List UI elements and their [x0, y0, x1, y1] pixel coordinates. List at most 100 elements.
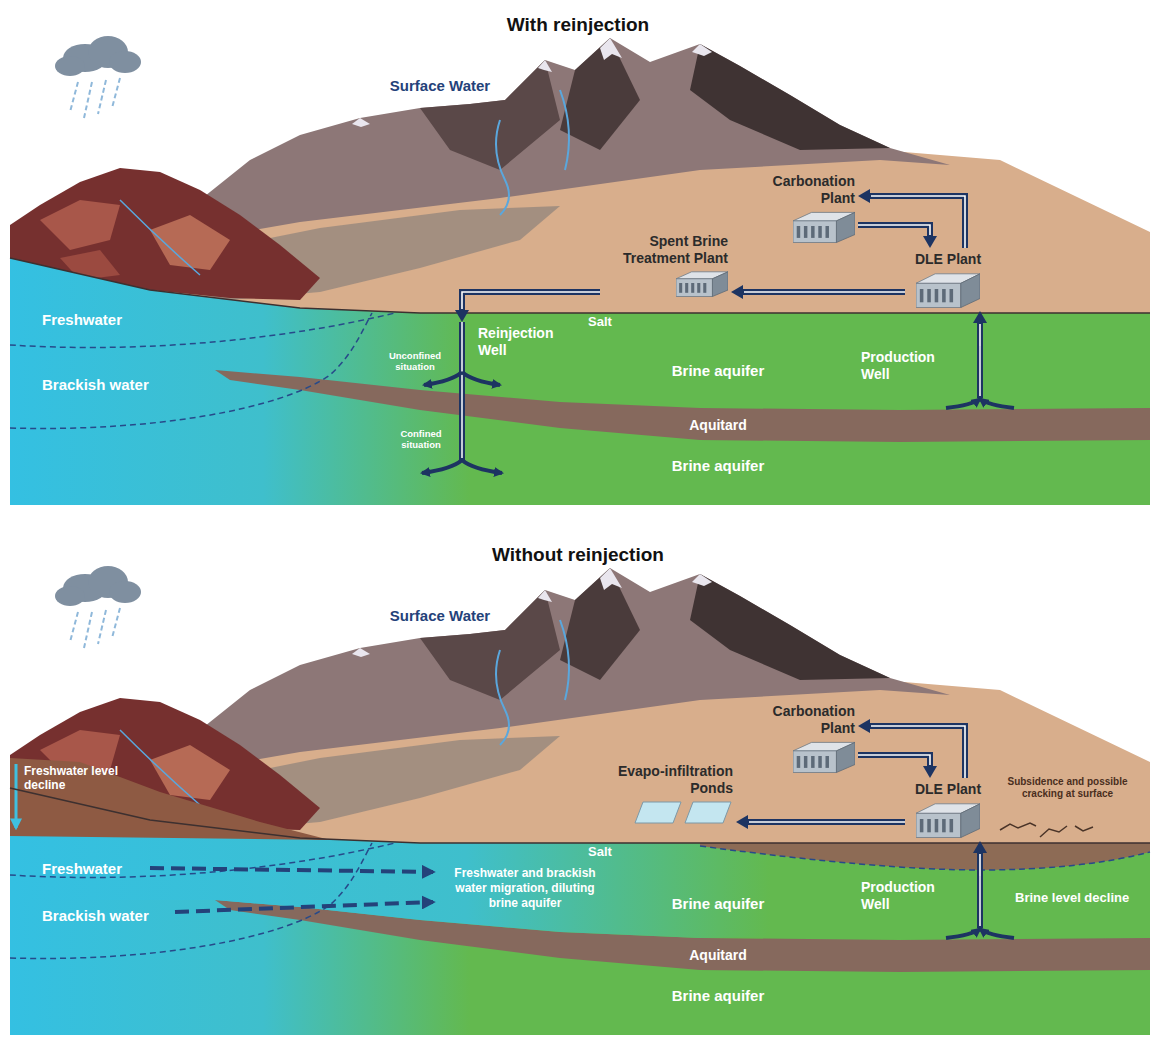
injection-outlet — [462, 372, 500, 385]
building-side — [836, 742, 855, 772]
node-label: DLE Plant — [908, 251, 988, 268]
arrowhead — [736, 815, 748, 829]
plant-building — [793, 742, 855, 772]
panel-with-reinjection — [10, 36, 1150, 505]
arrowhead — [923, 236, 937, 248]
arrowhead — [731, 285, 743, 299]
pond-icon — [633, 799, 733, 825]
well-box: Reinjection Well — [448, 322, 577, 362]
node-label: Evapo-infiltration Ponds — [603, 763, 733, 797]
note-label: Freshwater level decline — [24, 764, 124, 792]
node-label: DLE Plant — [908, 781, 988, 798]
plant-building — [916, 804, 980, 838]
node-label: Spent Brine Treatment Plant — [603, 233, 728, 267]
layer-label: Brackish water — [42, 907, 202, 925]
layer-label: Freshwater — [42, 860, 182, 878]
water-boundaries — [10, 313, 395, 428]
production-well-pipe — [946, 346, 1014, 408]
building-window — [818, 756, 821, 768]
pipe-line — [741, 289, 905, 295]
pond-icon — [603, 799, 733, 825]
region-label: Surface Water — [370, 77, 510, 95]
note-label: Brine level decline — [1015, 890, 1147, 906]
node-label: Carbonation Plant — [743, 173, 855, 207]
building-icon — [908, 800, 988, 838]
building-side — [961, 804, 980, 838]
pipe-stripe — [979, 324, 981, 346]
pipe-connector — [455, 292, 600, 322]
brine-drawdown-zone — [700, 843, 1150, 870]
building-icon — [603, 269, 728, 297]
building-window — [811, 226, 814, 238]
building-front — [793, 221, 836, 243]
pipe-line — [746, 819, 905, 825]
injection-outlet — [462, 460, 502, 473]
brine-level-dashed — [700, 846, 1150, 870]
building-icon — [908, 270, 988, 308]
injection-outlet — [422, 460, 462, 473]
building-icon — [743, 209, 855, 243]
layer-label: Brine aquifer — [648, 987, 788, 1005]
layer-label: Brackish water — [42, 376, 202, 394]
region-label: Surface Water — [370, 607, 510, 625]
well-box: Production Well — [858, 876, 1005, 916]
cross-section-face — [10, 258, 1150, 505]
building-window — [927, 289, 931, 302]
building-window — [797, 226, 800, 238]
pond — [685, 802, 731, 823]
pipe-line — [868, 196, 965, 248]
building-window — [950, 289, 954, 302]
node-label: Reinjection Well — [478, 325, 574, 359]
building-side — [961, 274, 980, 308]
pipe-stripe — [858, 225, 930, 235]
building-window — [942, 819, 946, 832]
migration-arrow — [150, 868, 433, 872]
plant-box: DLE Plant — [905, 248, 991, 311]
note-label: Confined situation — [390, 428, 452, 450]
building-front — [676, 279, 712, 297]
building-window — [804, 226, 807, 238]
plant-box: Spent Brine Treatment Plant — [600, 230, 731, 300]
building-window — [818, 226, 821, 238]
panel-heading: With reinjection — [378, 13, 778, 36]
pipe-connector — [731, 285, 905, 299]
building-window — [825, 756, 828, 768]
layer-label: Brine aquifer — [648, 362, 788, 380]
arrowhead — [973, 311, 987, 323]
layer-label: Freshwater — [42, 311, 182, 329]
plant-box: Carbonation Plant — [740, 170, 858, 246]
pipe-line — [462, 292, 600, 312]
building-icon — [676, 269, 728, 297]
building-window — [825, 226, 828, 238]
pipe-stripe — [871, 196, 965, 248]
well-pipe-stripe — [461, 322, 463, 458]
building-window — [691, 283, 694, 293]
layer-label: Brine aquifer — [648, 457, 788, 475]
building-icon — [793, 739, 855, 773]
node-label: Production Well — [861, 349, 957, 383]
layer-label: Salt — [575, 844, 625, 860]
layer-label: Aquitard — [660, 417, 776, 434]
pipe-stripe — [979, 854, 981, 876]
building-window — [703, 283, 706, 293]
mountain-landscape — [10, 36, 1150, 313]
node-label: Carbonation Plant — [743, 703, 855, 737]
pipe-line — [977, 321, 983, 346]
building-window — [950, 819, 954, 832]
building-window — [927, 819, 931, 832]
arrowhead — [973, 841, 987, 853]
pipe-stripe — [871, 726, 965, 778]
well-pipe — [459, 322, 465, 462]
building-icon — [743, 739, 855, 773]
building-icon — [916, 270, 980, 308]
pipe-connector — [973, 841, 987, 876]
plant-building — [793, 212, 855, 242]
arrowhead — [923, 766, 937, 778]
building-window — [679, 283, 682, 293]
building-front — [916, 813, 961, 837]
building-window — [685, 283, 688, 293]
pipe-stripe — [462, 292, 600, 309]
building-window — [697, 283, 700, 293]
building-window — [797, 756, 800, 768]
